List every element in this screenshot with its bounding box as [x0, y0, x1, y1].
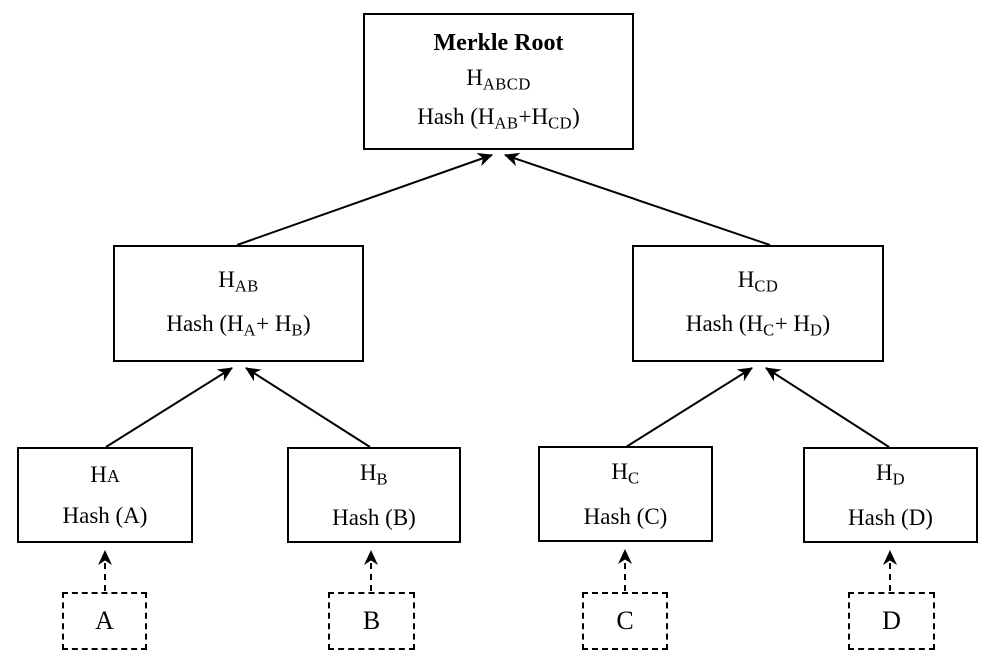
node-hab: HAB Hash (HA+ HB)	[113, 245, 364, 362]
hcd-formula: Hash (HC+ HD)	[686, 312, 830, 339]
edge-ha-to-hab	[105, 367, 233, 448]
hash-base: H	[359, 459, 377, 485]
hb-formula: Hash (B)	[332, 505, 416, 531]
hab-hash-label: HAB	[218, 268, 259, 295]
hash-base: H	[466, 65, 483, 91]
formula-part: Hash (H	[417, 103, 495, 129]
hcd-hash-label: HCD	[738, 268, 779, 295]
block-label: C	[616, 606, 634, 635]
edge-hcd-to-root	[504, 152, 771, 246]
hash-subscript: B	[376, 469, 389, 489]
hab-formula: Hash (HA+ HB)	[166, 312, 310, 339]
node-hd: HD Hash (D)	[803, 447, 978, 543]
formula-part: Hash (H	[166, 310, 244, 336]
hash-base: H	[90, 462, 107, 487]
hash-subscript: ABCD	[482, 74, 531, 94]
hash-subscript: C	[628, 468, 640, 488]
hc-formula: Hash (C)	[583, 504, 668, 530]
formula-subscript: AB	[494, 113, 519, 133]
node-hb: HB Hash (B)	[287, 447, 461, 543]
node-merkle-root: Merkle Root HABCD Hash (HAB+HCD)	[363, 13, 634, 150]
hash-subscript: A	[106, 466, 120, 486]
hash-base: H	[875, 459, 893, 485]
root-title: Merkle Root	[433, 30, 564, 57]
formula-subscript: B	[291, 320, 303, 340]
hd-formula: Hash (D)	[848, 505, 933, 531]
data-block-b: B	[328, 592, 415, 650]
hd-hash-label: HD	[876, 461, 905, 488]
formula-part: + H	[256, 310, 292, 336]
hash-base: H	[218, 267, 235, 293]
ha-formula: Hash (A)	[62, 503, 148, 528]
hc-hash-label: HC	[611, 460, 639, 487]
formula-part: Hash (H	[685, 310, 764, 336]
root-formula: Hash (HAB+HCD)	[417, 105, 580, 132]
hash-subscript: AB	[234, 276, 259, 296]
data-block-d: D	[848, 592, 935, 650]
edge-hab-to-root	[236, 153, 493, 246]
formula-part: + H	[774, 310, 811, 336]
data-block-c: C	[582, 592, 668, 650]
node-hc: HC Hash (C)	[538, 446, 713, 542]
formula-part: )	[822, 310, 831, 336]
data-block-a: A	[62, 592, 147, 650]
formula-subscript: D	[810, 320, 823, 340]
hash-subscript: D	[892, 469, 906, 489]
edge-hd-to-hcd	[765, 367, 890, 448]
hb-hash-label: HB	[360, 461, 388, 488]
block-label: B	[362, 606, 381, 635]
hash-base: H	[611, 458, 629, 484]
root-hash-label: HABCD	[466, 66, 531, 93]
node-hcd: HCD Hash (HC+ HD)	[632, 245, 884, 362]
block-label: D	[882, 606, 901, 635]
formula-subscript: CD	[548, 113, 573, 133]
ha-hash-label: HA	[90, 463, 120, 486]
block-label: A	[95, 606, 114, 635]
edge-hc-to-hcd	[625, 367, 753, 448]
formula-part: +H	[518, 103, 549, 129]
formula-part: )	[572, 103, 580, 129]
formula-subscript: C	[763, 320, 775, 340]
hash-base: H	[737, 267, 755, 293]
edge-hb-to-hab	[245, 367, 371, 448]
node-ha: HA Hash (A)	[17, 447, 193, 543]
formula-subscript: A	[243, 320, 257, 340]
hash-subscript: CD	[754, 276, 779, 296]
formula-part: )	[302, 310, 311, 336]
